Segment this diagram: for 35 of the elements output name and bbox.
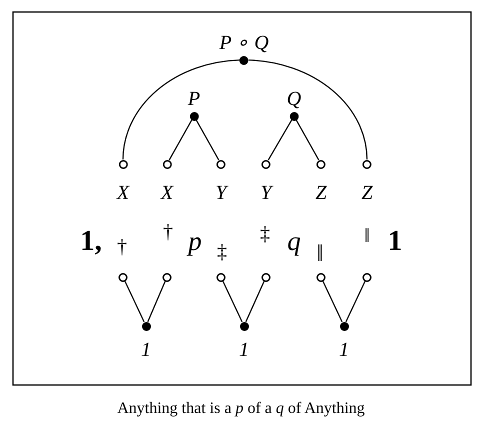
variable-label: q xyxy=(287,228,301,256)
caption: Anything that is a p of a q of Anything xyxy=(117,400,365,417)
unit-symbol: 1, xyxy=(80,226,102,256)
node-label: Z xyxy=(315,182,327,204)
node-label: 1 xyxy=(141,338,151,360)
node-label: 1 xyxy=(339,338,349,360)
connector-line xyxy=(196,120,220,160)
connector-line xyxy=(124,280,145,322)
node-label: Y xyxy=(260,182,272,204)
node-label: X xyxy=(160,182,174,204)
connector-line xyxy=(296,120,320,160)
double-dagger-symbol: ‡ xyxy=(217,242,227,262)
double-bar-symbol: ‖ xyxy=(364,226,370,246)
node-label: P ∘ Q xyxy=(219,32,269,54)
node-label: Q xyxy=(286,88,302,110)
node-label: P xyxy=(188,88,200,110)
unit-symbol: 1 xyxy=(388,226,402,256)
node-label: Z xyxy=(361,182,373,204)
double-bar-symbol: ‖ xyxy=(316,242,324,266)
connector-line xyxy=(168,120,192,160)
connector-line xyxy=(147,280,166,322)
dagger-symbol: † xyxy=(117,237,127,258)
connector-line xyxy=(222,280,243,322)
arc-connector xyxy=(248,59,368,160)
connector-line xyxy=(268,120,292,160)
node-label: 1 xyxy=(239,338,249,360)
node-label: Y xyxy=(215,182,227,204)
arc-connector xyxy=(122,59,240,160)
double-dagger-symbol: ‡ xyxy=(260,224,270,244)
connector-line xyxy=(245,280,265,322)
variable-label: p xyxy=(188,228,202,256)
dagger-symbol: † xyxy=(163,222,173,242)
connector-line xyxy=(322,280,343,322)
connector-line xyxy=(345,280,366,322)
node-label: X xyxy=(116,182,130,204)
